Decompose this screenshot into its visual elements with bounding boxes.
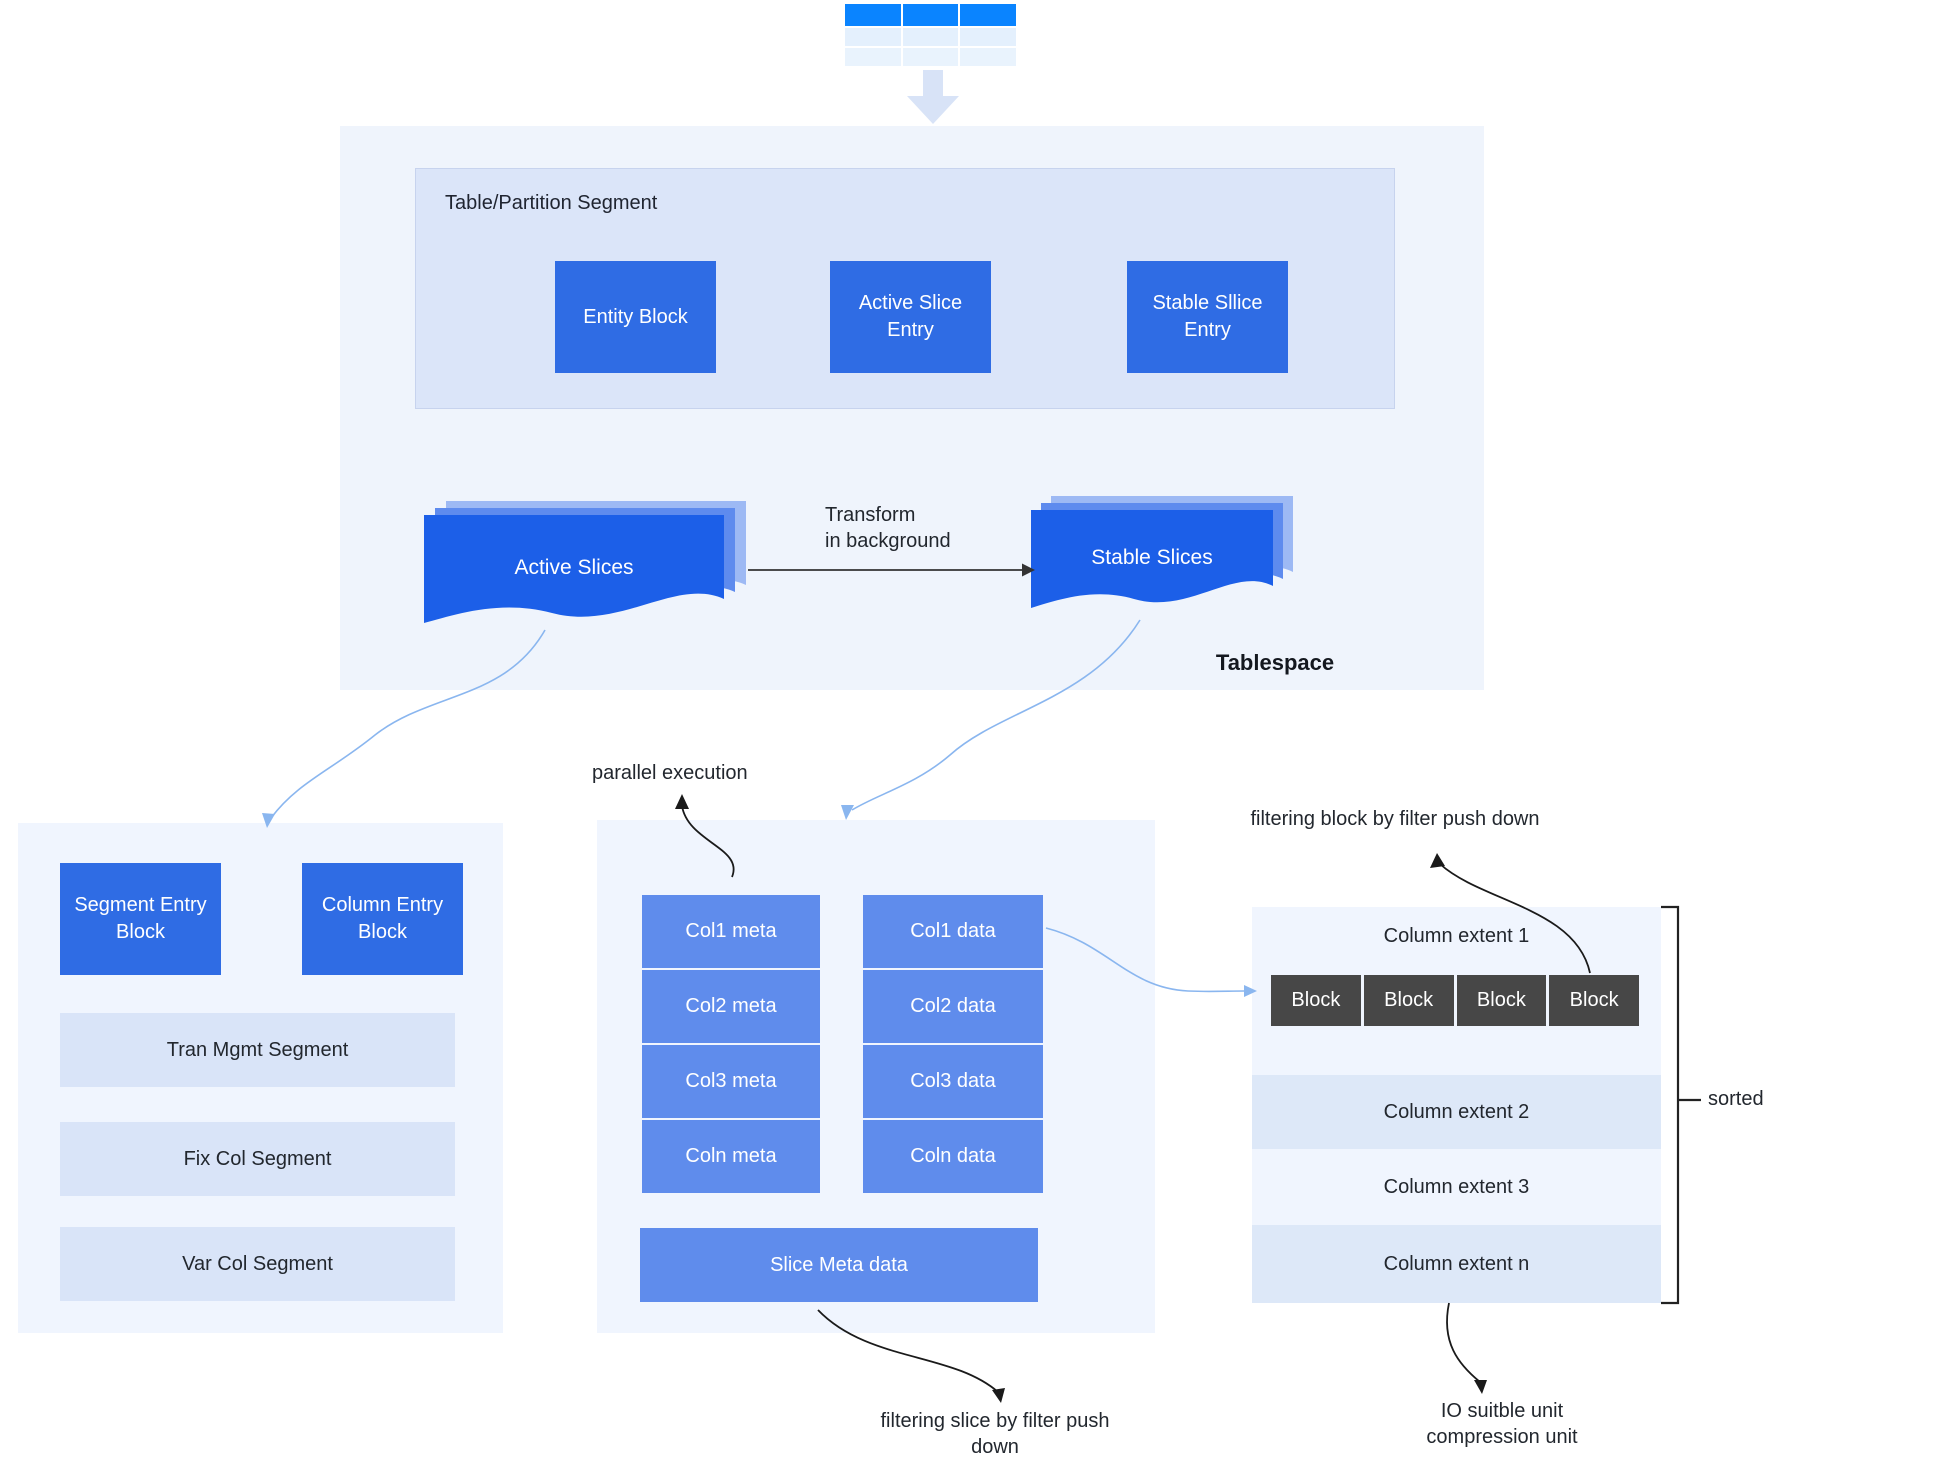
sorted-annotation: sorted [1708,1088,1764,1110]
col2-meta-cell: Col2 meta [642,970,820,1043]
block-cell: Block [1549,975,1639,1026]
parallel-execution-arrowhead [675,794,689,809]
tran-mgmt-segment-bar: Tran Mgmt Segment [60,1013,455,1087]
active-slices-shape [424,501,746,623]
col1-meta-cell: Col1 meta [642,895,820,968]
column-extent-1-section: Column extent 1 Block Block Block Block [1252,907,1661,1075]
filtering-slice-annotation: filtering slice by filter push down [880,1410,1110,1458]
col1-data-cell: Col1 data [863,895,1043,968]
table-icon-header-cell [902,4,959,26]
coln-meta-cell: Coln meta [642,1120,820,1193]
stable-slices-shape [1031,496,1293,608]
active-slices-label: Active Slices [514,556,634,579]
column-extent-2-section: Column extent 2 [1252,1075,1661,1149]
sorted-bracket [1661,905,1680,1305]
slice-meta-data-bar: Slice Meta data [640,1228,1038,1302]
table-icon-row [845,28,1017,46]
filtering-block-arrowhead [1430,853,1445,868]
column-extent-3-section: Column extent 3 [1252,1149,1661,1225]
table-icon [845,4,1017,68]
col3-data-cell: Col3 data [863,1045,1043,1118]
table-icon-cell [845,28,901,46]
io-unit-annotation: IO suitble unit compression unit [1426,1400,1578,1448]
table-icon-header-cell [845,4,901,26]
col3-meta-cell: Col3 meta [642,1045,820,1118]
stable-to-slice-arrowhead [841,805,854,820]
column-extent-2-label: Column extent 2 [1383,1100,1530,1123]
table-icon-cell [902,28,959,46]
filtering-slice-arrowhead [992,1388,1005,1403]
table-icon-cell [960,48,1017,66]
parallel-execution-annotation: parallel execution [592,762,748,784]
table-icon-cell [845,48,901,66]
table-partition-segment-title: Table/Partition Segment [445,192,658,214]
table-icon-row [845,48,1017,66]
segment-entry-block: Segment Entry Block [60,863,221,975]
table-icon-cell [960,28,1017,46]
block-cell: Block [1456,975,1547,1026]
fix-col-segment-bar: Fix Col Segment [60,1122,455,1196]
var-col-segment-bar: Var Col Segment [60,1227,455,1301]
coln-data-cell: Coln data [863,1120,1043,1193]
column-extent-box: Column extent 1 Block Block Block Block … [1252,907,1661,1303]
column-entry-block: Column Entry Block [302,863,463,975]
active-slice-entry-block: Active Slice Entry [830,261,991,373]
io-unit-arrow [1446,1302,1481,1383]
io-unit-arrowhead [1474,1380,1487,1394]
transform-annotation: Transform in background [825,504,951,552]
table-icon-header-cell [960,4,1017,26]
column-extent-3-label: Column extent 3 [1383,1175,1530,1198]
table-icon-header-row [845,4,1017,26]
column-extent-n-section: Column extent n [1252,1225,1661,1303]
entity-block: Entity Block [555,261,716,373]
column-extent-1-label: Column extent 1 [1383,925,1530,947]
tablespace-label: Tablespace [1215,650,1335,675]
col-meta-stack: Col1 meta Col2 meta Col3 meta Coln meta [642,895,820,1193]
stable-slices-label: Stable Slices [1091,546,1213,569]
table-icon-cell [902,48,959,66]
down-arrow-icon [907,70,959,124]
block-row: Block Block Block Block [1271,975,1639,1026]
block-cell: Block [1363,975,1454,1026]
stable-slice-entry-block: Stable Sllice Entry [1127,261,1288,373]
col2-data-cell: Col2 data [863,970,1043,1043]
col-data-stack: Col1 data Col2 data Col3 data Coln data [863,895,1043,1193]
filtering-block-annotation: filtering block by filter push down [1250,808,1540,830]
column-extent-n-label: Column extent n [1383,1252,1530,1275]
block-cell: Block [1271,975,1361,1026]
